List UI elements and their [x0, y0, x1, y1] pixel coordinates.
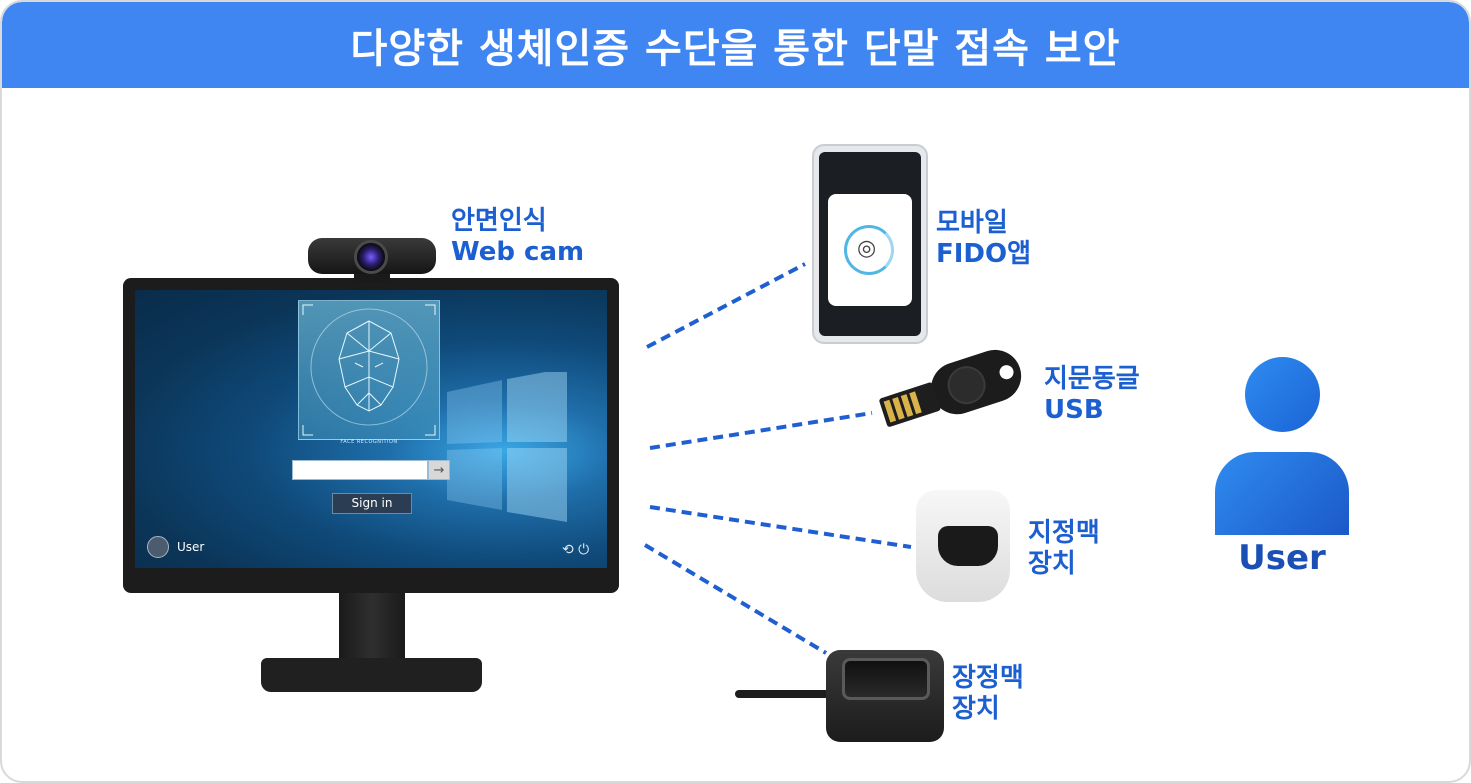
finger-vein-slot: [938, 526, 998, 566]
palm-vein-glass: [842, 658, 930, 700]
submit-arrow-button[interactable]: →: [428, 460, 450, 480]
mobile-label: 모바일 FIDO앱: [936, 208, 1031, 270]
palm-vein-label: 장정맥 장치: [952, 663, 1024, 725]
mobile-label-line2: FIDO앱: [936, 239, 1032, 269]
usb-label-line1: 지문동글: [1044, 364, 1140, 394]
webcam-label-line1: 안면인식: [451, 206, 547, 236]
sign-in-button[interactable]: Sign in: [332, 493, 412, 514]
webcam-lens: [354, 240, 388, 274]
palm-vein-label-line2: 장치: [952, 694, 1000, 724]
usb-label: 지문동글 USB: [1044, 364, 1140, 426]
title-bar: 다양한 생체인증 수단을 통한 단말 접속 보안: [2, 2, 1469, 88]
palm-vein-label-line1: 장정맥: [952, 663, 1024, 693]
avatar: [147, 536, 169, 558]
power-icon[interactable]: ⟲ ⏻: [562, 542, 590, 558]
fingerprint-icon: ◎: [857, 236, 877, 261]
webcam-clip: [354, 272, 390, 282]
user-icon: [1245, 357, 1320, 432]
usb-label-line2: USB: [1044, 395, 1104, 425]
mobile-label-line1: 모바일: [936, 208, 1008, 238]
connector-usb: [649, 411, 873, 450]
face-recognition-caption: FACE RECOGNITION: [340, 439, 398, 445]
face-mesh-icon: [302, 304, 436, 436]
user-label: User: [1238, 538, 1326, 578]
finger-vein-label-line2: 장치: [1028, 549, 1076, 579]
usb-dongle-icon: [879, 349, 1022, 427]
connector-palm-vein: [643, 543, 828, 655]
webcam-label: 안면인식 Web cam: [451, 206, 584, 268]
webcam-label-line2: Web cam: [451, 237, 585, 267]
page-title: 다양한 생체인증 수단을 통한 단말 접속 보안: [350, 26, 1121, 72]
phone-scan-ring: [844, 225, 894, 275]
password-input[interactable]: [292, 460, 428, 480]
finger-vein-label-line1: 지정맥: [1028, 518, 1100, 548]
connector-mobile: [646, 262, 806, 349]
palm-vein-cable: [735, 690, 831, 698]
windows-logo-icon: [447, 372, 567, 522]
monitor-base: [261, 658, 482, 692]
finger-vein-label: 지정맥 장치: [1028, 518, 1100, 580]
monitor-stand: [339, 593, 405, 665]
user-torso: [1215, 452, 1349, 535]
face-recognition-panel: [298, 300, 440, 440]
connector-finger-vein: [649, 505, 912, 549]
login-user-name: User: [177, 540, 205, 554]
